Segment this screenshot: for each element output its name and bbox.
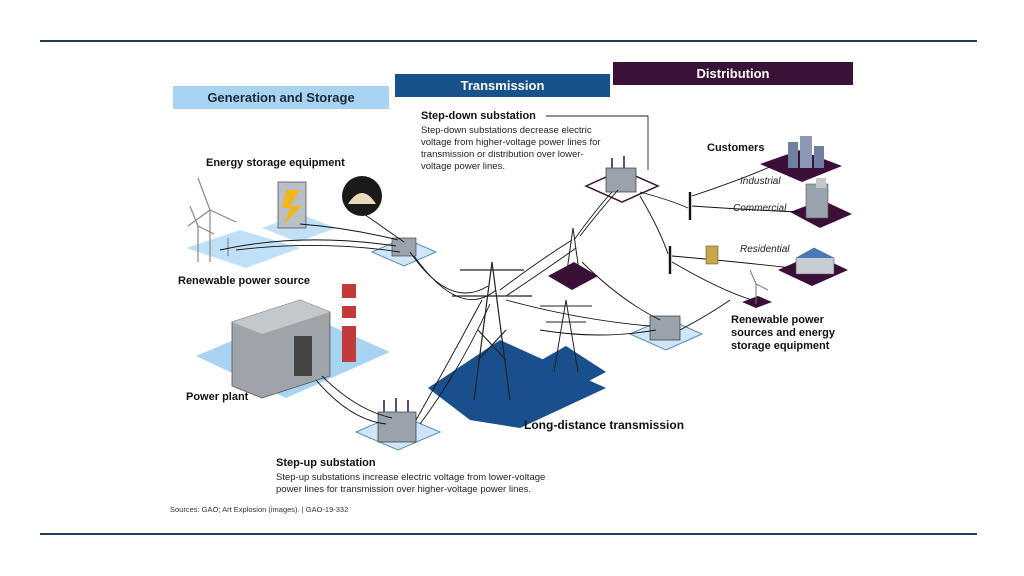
small-wind-turbine-icon [749,269,769,304]
commercial-building-icon [805,178,829,219]
battery-small-icon [705,245,719,265]
label-commercial: Commercial [733,203,787,214]
battery-storage-icon [277,181,307,229]
renewable-small-ground [742,296,772,308]
label-residential: Residential [740,244,790,255]
step-up-description: Step-up substations increase electric vo… [276,472,546,495]
bottom-rule [40,533,977,535]
step-up-substation-icon [354,398,442,451]
band-distribution: Distribution [613,62,853,85]
label-energy-storage: Energy storage equipment [206,157,345,169]
step-down-description: Step-down substations decrease electric … [421,125,601,172]
label-industrial: Industrial [740,176,781,187]
label-step-down-substation: Step-down substation [421,110,536,122]
distribution-substation-icon [628,315,704,351]
power-plant-icon [231,284,356,399]
distribution-tower-icon [565,227,581,279]
transmission-tower-icon [452,261,532,401]
label-step-up-substation: Step-up substation [276,457,376,469]
label-power-plant: Power plant [186,391,249,403]
band-generation-storage: Generation and Storage [173,86,389,109]
transmission-tower-right-icon [540,299,592,373]
transmission-ground [428,340,606,428]
distribution-tower-ground [548,262,598,290]
step-down-substation-icon [584,156,660,203]
step-down-callout-line [546,115,649,170]
utility-poles-icon [668,192,692,274]
power-lines [219,165,801,425]
storage-device-icon [342,176,382,216]
house-icon [795,247,835,275]
band-transmission: Transmission [395,74,610,97]
wind-turbine-icon [187,177,237,262]
transmission-ground-right [520,346,606,396]
substation-near-storage-icon [370,237,438,267]
label-renewable-power-source: Renewable power source [178,275,311,287]
label-long-distance-transmission: Long-distance transmission [524,418,685,432]
label-renewable-storage: Renewable power sources and energy stora… [731,314,835,352]
industrial-building-icon [788,136,824,168]
source-note: Sources: GAO; Art Explosion (images). | … [170,505,349,514]
top-rule [40,40,977,42]
label-customers: Customers [707,142,765,154]
